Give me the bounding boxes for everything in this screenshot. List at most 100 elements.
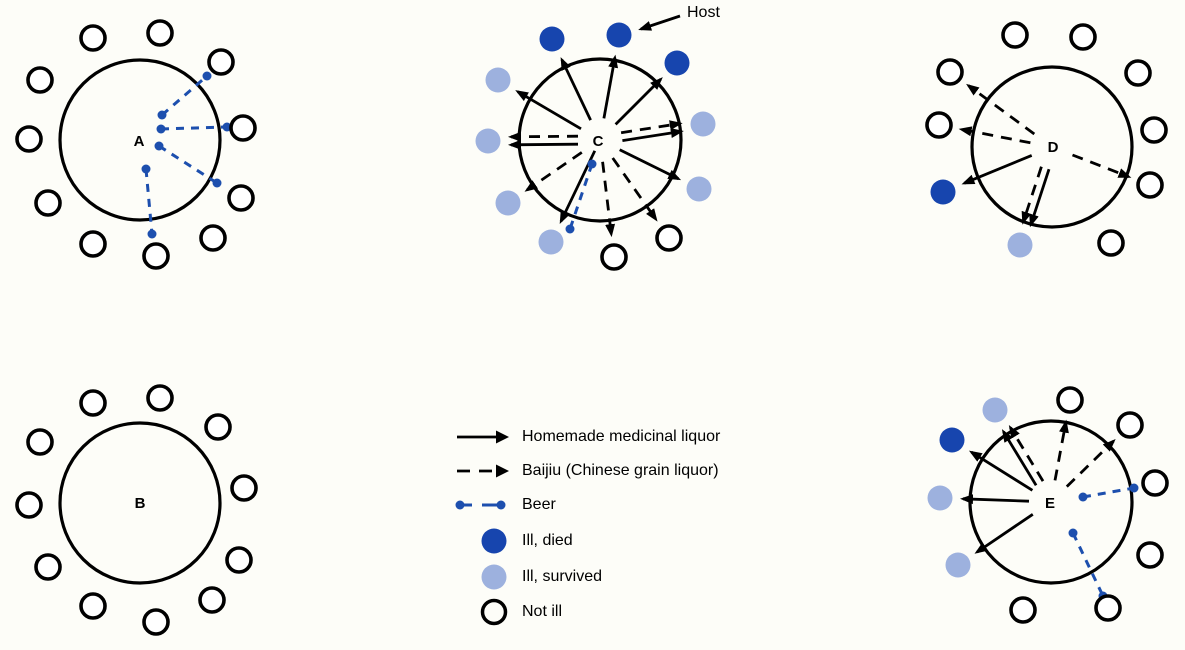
baijiu-arrow: [966, 83, 1036, 136]
medicinal-liquor-arrow: [1001, 429, 1038, 487]
table-label: A: [134, 133, 145, 150]
medicinal-liquor-arrow: [960, 494, 1030, 505]
legend-item-beer: Beer: [455, 490, 556, 520]
beer-line: [161, 74, 208, 117]
beer-dot: [156, 124, 166, 134]
baijiu-arrow: [958, 126, 1031, 145]
person-not_ill: [936, 58, 964, 86]
person-not_ill: [225, 546, 253, 574]
beer-line: [144, 168, 154, 235]
beer-dot: [565, 224, 575, 234]
table-A: A: [15, 19, 257, 270]
medicinal-liquor-arrow: [968, 450, 1034, 492]
person-not_ill: [198, 586, 226, 614]
person-not_ill: [15, 491, 43, 519]
legend-item-homemade-liquor: Homemade medicinal liquor: [455, 422, 720, 452]
person-not_ill: [600, 243, 628, 271]
baijiu-arrow: [524, 151, 583, 192]
person-not_ill: [34, 189, 62, 217]
person-survived: [945, 552, 971, 578]
table-label: D: [1048, 139, 1059, 156]
legend-label: Beer: [522, 496, 556, 513]
host-label: Host: [687, 4, 720, 21]
person-died: [606, 22, 632, 48]
beer-dot: [141, 164, 151, 174]
person-died: [939, 427, 965, 453]
person-not_ill: [1124, 59, 1152, 87]
person-not_ill: [655, 224, 683, 252]
person-not_ill: [79, 24, 107, 52]
person-survived: [686, 176, 712, 202]
person-not_ill: [79, 592, 107, 620]
person-not_ill: [142, 242, 170, 270]
not-ill-circle-icon: [480, 598, 508, 626]
table-circle: [970, 65, 1134, 229]
medicinal-liquor-arrow: [974, 513, 1034, 554]
person-not_ill: [1136, 541, 1164, 569]
legend-item-baijiu: Baijiu (Chinese grain liquor): [455, 456, 719, 486]
person-survived: [475, 128, 501, 154]
beer-line: [1082, 486, 1135, 499]
legend-item-ill-died: Ill, died: [455, 526, 573, 556]
beer-dot: [222, 122, 232, 132]
beer-line: [158, 144, 218, 185]
survived-circle-icon: [481, 564, 507, 590]
table-label: C: [593, 133, 604, 150]
person-not_ill: [1001, 21, 1029, 49]
table-D: D: [925, 21, 1168, 258]
person-not_ill: [229, 114, 257, 142]
person-not_ill: [1056, 386, 1084, 414]
person-not_ill: [199, 224, 227, 252]
legend-label: Not ill: [522, 603, 563, 620]
baijiu-arrow: [620, 120, 683, 135]
person-not_ill: [1141, 469, 1169, 497]
legend-label: Homemade medicinal liquor: [522, 428, 721, 445]
table-C: C: [475, 22, 716, 271]
person-survived: [982, 397, 1008, 423]
person-died: [539, 26, 565, 52]
beer-line: [568, 163, 594, 230]
baijiu-arrow: [1071, 153, 1132, 179]
table-label: E: [1045, 495, 1055, 512]
legend-label: Ill, survived: [522, 568, 603, 585]
solid-arrow-icon: [457, 430, 509, 444]
legend-label: Baijiu (Chinese grain liquor): [522, 462, 719, 479]
medicinal-liquor-arrow: [614, 77, 663, 126]
table-circle: [58, 58, 222, 222]
dashed-arrow-icon: [457, 464, 509, 478]
legend-item-not-ill: Not ill: [455, 597, 562, 627]
medicinal-liquor-arrow: [622, 128, 684, 142]
baijiu-arrow: [1021, 166, 1043, 225]
person-not_ill: [146, 19, 174, 47]
person-died: [664, 50, 690, 76]
person-not_ill: [146, 384, 174, 412]
beer-dot: [157, 110, 167, 120]
beer-line-icon: [455, 500, 506, 510]
medicinal-liquor-arrow: [602, 54, 619, 119]
person-not_ill: [1097, 229, 1125, 257]
person-not_ill: [34, 553, 62, 581]
baijiu-arrow: [601, 161, 616, 238]
person-survived: [690, 111, 716, 137]
person-not_ill: [227, 184, 255, 212]
baijiu-arrow: [1053, 419, 1069, 481]
person-not_ill: [26, 66, 54, 94]
table-B: B: [15, 384, 258, 636]
person-not_ill: [79, 389, 107, 417]
table-E: E: [927, 386, 1169, 624]
baijiu-arrow: [1065, 439, 1116, 488]
person-not_ill: [925, 111, 953, 139]
person-survived: [495, 190, 521, 216]
baijiu-arrow: [1008, 425, 1045, 482]
beer-dot: [202, 71, 212, 81]
person-not_ill: [142, 608, 170, 636]
person-not_ill: [207, 48, 235, 76]
medicinal-liquor-arrow: [560, 57, 592, 121]
beer-dot: [587, 159, 597, 169]
baijiu-arrow: [508, 131, 579, 142]
table-label: B: [135, 495, 146, 512]
legend-label: Ill, died: [522, 532, 573, 549]
beer-dot: [1129, 483, 1139, 493]
person-not_ill: [1069, 23, 1097, 51]
